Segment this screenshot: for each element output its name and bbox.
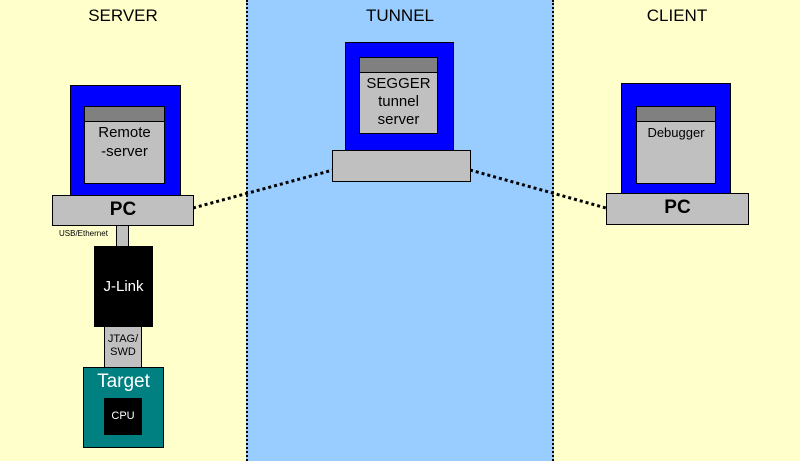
server-pc: PC <box>52 195 194 226</box>
screen-text: tunnel <box>378 93 419 110</box>
client-title: CLIENT <box>646 6 708 25</box>
tunnel-pc <box>332 150 471 182</box>
screen-text: SEGGER <box>366 75 431 92</box>
server-title: SERVER <box>88 6 158 25</box>
client-pc: PC <box>606 193 749 225</box>
target-board: Target CPU <box>83 367 164 448</box>
screen-text: -server <box>101 143 148 160</box>
tunnel-server-screen: SEGGER tunnel server <box>359 57 438 134</box>
jtag-text: JTAG/ <box>107 333 139 345</box>
client-zone: CLIENT <box>554 0 800 461</box>
screen-text: Remote <box>98 124 151 141</box>
swd-text: SWD <box>110 346 136 358</box>
tunnel-monitor: SEGGER tunnel server <box>345 42 454 151</box>
usb-label: USB/Ethernet <box>59 229 108 238</box>
server-tunnel-link <box>192 168 334 210</box>
server-monitor: Remote -server <box>70 85 181 196</box>
title-bar <box>85 107 164 122</box>
tunnel-client-link <box>469 168 607 210</box>
title-bar <box>360 58 437 73</box>
title-bar <box>637 107 715 122</box>
debugger-screen: Debugger <box>636 106 716 184</box>
tunnel-title: TUNNEL <box>365 6 434 25</box>
target-label: Target <box>97 371 150 392</box>
cpu-chip: CPU <box>104 398 142 435</box>
j-link: J-Link <box>94 246 153 327</box>
jtag-swd-connector: JTAG/ SWD <box>104 326 142 368</box>
screen-text: server <box>377 111 420 128</box>
remote-server-screen: Remote -server <box>84 106 165 184</box>
screen-text: Debugger <box>647 125 705 140</box>
client-monitor: Debugger <box>621 83 731 194</box>
usb-connector <box>116 225 129 247</box>
